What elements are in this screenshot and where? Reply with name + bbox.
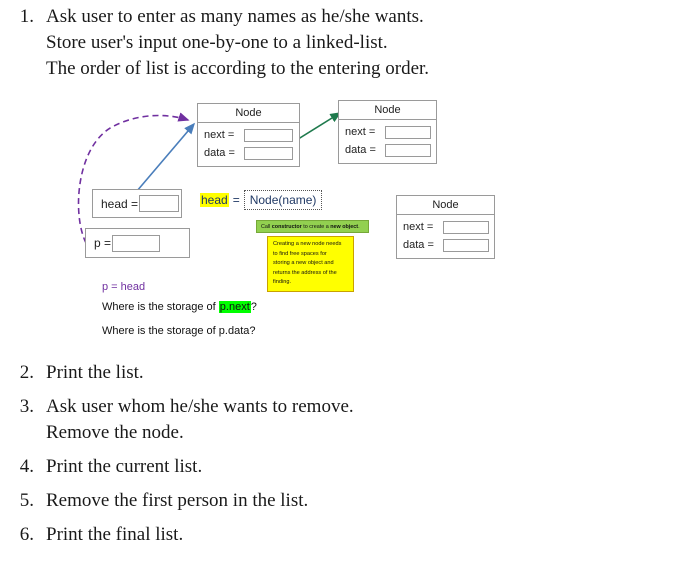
linked-list-diagram: Node next = data = Node next = data = [0, 95, 700, 355]
variable-box-p: p = [85, 228, 190, 258]
callout-text-bold1: constructor [271, 224, 302, 230]
list-item: 4. Print the current list. [0, 454, 700, 480]
step-number: 2. [19, 362, 34, 383]
assignment-target: head [200, 193, 229, 207]
variable-label-p: p = [94, 236, 112, 250]
step-number: 5. [19, 490, 34, 511]
step-text: Ask user whom he/she wants to remove. Re… [46, 394, 354, 446]
node-field-next: next = [204, 127, 299, 143]
variable-box-head: head = [92, 189, 182, 218]
question-prefix: Where is the storage of [102, 301, 219, 313]
step-line: Ask user whom he/she wants to remove. [46, 396, 354, 417]
assignment-equals: = [232, 193, 240, 207]
step-text: Remove the first person in the list. [46, 488, 308, 514]
callout-text-part1: Call [261, 224, 272, 230]
node-box: Node next = data = [197, 103, 300, 167]
node-title: Node [339, 101, 436, 120]
step-number: 3. [19, 396, 34, 417]
node-next-label: next = [204, 129, 235, 141]
node-next-label: next = [345, 126, 376, 138]
node-box: Node next = data = [396, 195, 495, 259]
callout-constructor: Call constructor to create a new object. [256, 220, 369, 233]
step-text: Ask user to enter as many names as he/sh… [46, 4, 429, 82]
step-number: 1. [19, 6, 34, 27]
node-data-slot[interactable] [244, 146, 293, 160]
instruction-list-bottom: 2. Print the list. 3. Ask user whom he/s… [0, 360, 700, 548]
node-title: Node [397, 196, 494, 215]
node-next-slot[interactable] [443, 220, 489, 234]
step-line: Ask user to enter as many names as he/sh… [46, 6, 424, 27]
node-field-next: next = [345, 124, 436, 140]
node-data-label: data = [403, 239, 434, 251]
node-next-label: next = [403, 221, 434, 233]
note-question-pnext: Where is the storage of p.next? [102, 301, 257, 313]
assignment-constructor-call: Node(name) [243, 190, 323, 210]
list-item: 1. Ask user to enter as many names as he… [0, 4, 700, 82]
node-data-label: data = [204, 147, 235, 159]
note-question-pdata: Where is the storage of p.data? [102, 325, 256, 337]
node-box: Node next = data = [338, 100, 437, 164]
callout-line: Creating a new node needs [273, 241, 342, 247]
step-text: Print the final list. [46, 522, 183, 548]
step-line: The order of list is according to the en… [46, 58, 430, 79]
list-item: 5. Remove the first person in the list. [0, 488, 700, 514]
step-line: Remove the first person in the list. [46, 490, 309, 511]
step-line: Remove the node. [46, 422, 184, 443]
list-item: 6. Print the final list. [0, 522, 700, 548]
step-text: Print the current list. [46, 454, 202, 480]
node-field-data: data = [403, 237, 494, 253]
node-data-slot[interactable] [443, 238, 489, 252]
callout-line: returns the address of the [273, 269, 337, 276]
step-line: Store user's input one-by-one to a linke… [46, 32, 388, 53]
instruction-list-top: 1. Ask user to enter as many names as he… [0, 4, 700, 82]
step-number: 6. [19, 524, 34, 545]
node-fields: next = data = [397, 215, 494, 258]
node-fields: next = data = [198, 123, 299, 166]
step-number: 4. [19, 456, 34, 477]
variable-label-head: head = [101, 196, 139, 211]
node-title: Node [198, 104, 299, 123]
callout-line: storing a new object and [273, 260, 334, 266]
node-field-data: data = [345, 142, 436, 158]
node-data-label: data = [345, 144, 376, 156]
step-text: Print the list. [46, 360, 144, 386]
node-field-next: next = [403, 219, 494, 235]
step-line: Print the final list. [46, 524, 184, 545]
node-data-slot[interactable] [385, 143, 431, 157]
node-field-data: data = [204, 145, 299, 161]
question-highlight: p.next [218, 301, 251, 313]
list-item: 3. Ask user whom he/she wants to remove.… [0, 394, 700, 446]
callout-new-node-explanation: Creating a new node needs to find free s… [267, 236, 354, 292]
list-item: 2. Print the list. [0, 360, 700, 386]
note-p-equals-head: p = head [102, 281, 146, 293]
step-line: Print the list. [46, 362, 144, 383]
pointer-arrow-head [130, 122, 196, 199]
question-suffix: ? [250, 301, 257, 313]
node-next-slot[interactable] [385, 125, 431, 139]
callout-text-part2: to create a [301, 224, 331, 230]
callout-line: to find free spaces for [273, 250, 327, 257]
callout-line: finding. [273, 279, 292, 285]
assignment-expression: head = Node(name) [200, 190, 323, 210]
node-fields: next = data = [339, 120, 436, 163]
node-next-slot[interactable] [244, 128, 293, 142]
callout-text-part3: . [358, 224, 360, 230]
callout-text-bold2: new object [330, 224, 359, 230]
variable-slot-p[interactable] [112, 234, 161, 252]
step-line: Print the current list. [46, 456, 203, 477]
pointer-arrow-p [77, 112, 190, 244]
variable-slot-head[interactable] [139, 195, 180, 212]
